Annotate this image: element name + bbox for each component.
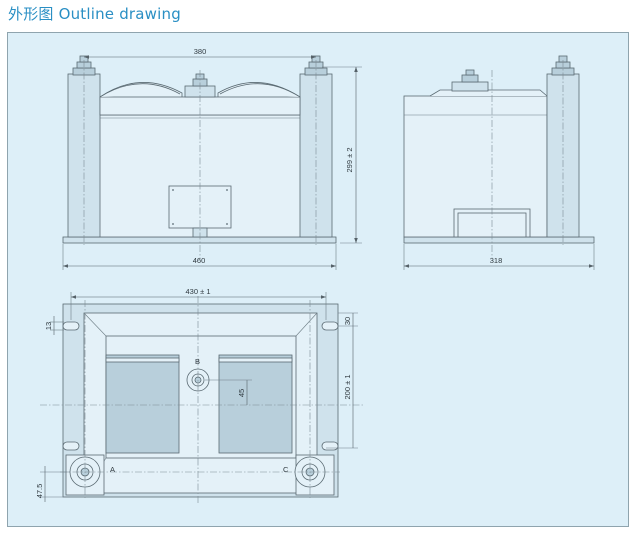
front-view [62, 55, 337, 260]
top-dimensions: 430 ± 1 13 30 200 ± 1 45 47.5 [35, 287, 358, 502]
dim-318: 318 [490, 256, 503, 265]
terminal-a-label: A [110, 465, 115, 474]
dim-380: 380 [194, 47, 207, 56]
dim-430: 430 ± 1 [186, 287, 211, 296]
front-dimensions: 380 299 ± 2 460 [62, 47, 362, 270]
side-view [403, 55, 595, 258]
side-dimensions: 318 [403, 244, 595, 270]
dim-30: 30 [343, 317, 352, 325]
top-view: A B C [40, 296, 365, 505]
page-title: 外形图 Outline drawing [8, 5, 181, 23]
terminal-b-label: B [195, 357, 200, 366]
dim-47-5: 47.5 [35, 484, 44, 499]
dim-13: 13 [44, 322, 53, 330]
dim-460: 460 [193, 256, 206, 265]
dim-200: 200 ± 1 [343, 375, 352, 400]
dim-45: 45 [237, 389, 246, 397]
terminal-c-label: C [283, 465, 289, 474]
dim-299: 299 ± 2 [345, 148, 354, 173]
